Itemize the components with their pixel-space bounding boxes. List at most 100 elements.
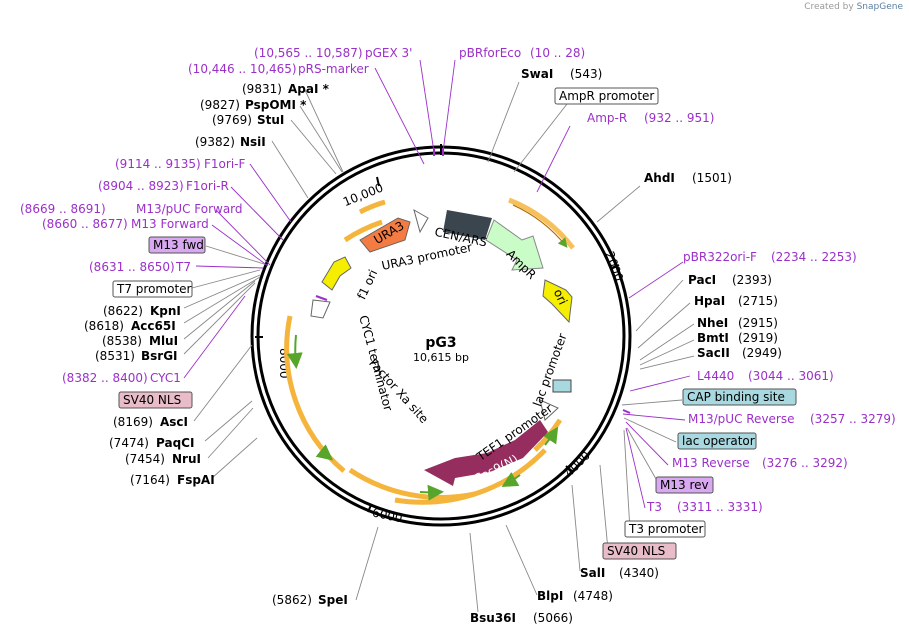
feature-ura3 [359, 217, 411, 253]
label-paci-pos: (2393) [732, 273, 772, 287]
label-t7promoter: T7 promoter [116, 282, 192, 296]
label-fspai-pos: (7164) [130, 473, 170, 487]
label-blpi-name: BlpI [537, 589, 563, 603]
m13rev-box [655, 476, 714, 494]
feature-label-lac-promoter: lac promoter [530, 331, 569, 408]
label-fspai-name: FspAI [177, 473, 215, 487]
tick-10000 [376, 176, 380, 187]
orf-arc-ampr [508, 197, 575, 250]
feature-label-ura3-promoter: URA3 promoter [380, 240, 473, 273]
label-pbrforeco-pos: (10 .. 28) [530, 46, 585, 60]
label-bsu36i-name: Bsu36I [470, 611, 516, 625]
label-apai-name: ApaI * [288, 82, 330, 96]
feature-f1ori [321, 256, 352, 291]
label-blpi-pos: (4748) [573, 589, 613, 603]
label-spei-pos: (5862) [272, 593, 312, 607]
plasmid-name: pG3 [425, 335, 456, 351]
feature-ori [542, 279, 573, 324]
feature-cenars [443, 210, 492, 240]
label-bsu36i-pos: (5066) [533, 611, 573, 625]
label-pspomi-pos: (9827) [200, 98, 240, 112]
snapgene-credit: Created by SnapGene [804, 2, 903, 12]
label-l4440-pos: (3044 .. 3061) [748, 369, 834, 383]
sv40nls-right-box [602, 542, 677, 560]
orf-arc-bottom2 [394, 448, 547, 505]
label-f1orif-pos: (9114 .. 9135) [115, 157, 201, 171]
label-pgex3-pos: (10,565 .. 10,587) [254, 46, 363, 60]
label-bsrgi-name: BsrGI [141, 349, 178, 363]
label-m13reverse-pos: (3276 .. 3292) [762, 456, 848, 470]
label-t3promoter: T3 promoter [628, 522, 704, 536]
label-pbrforeco-name: pBRforEco [459, 46, 521, 60]
feature-label-factorxa: Factor Xa site [366, 356, 431, 426]
tick-label-6000: 6000 [371, 505, 404, 525]
label-ampr-promoter: AmpR promoter [559, 89, 654, 103]
orf-arc-ura3-1 [358, 199, 386, 215]
label-m13fwd: M13 fwd [153, 238, 204, 252]
label-acc65i-name: Acc65I [131, 319, 176, 333]
feature-ura3-promoter [413, 208, 429, 234]
label-ahdi-name: AhdI [644, 171, 675, 185]
label-f1orir-name: F1ori-R [186, 179, 229, 193]
label-hpai-name: HpaI [694, 294, 725, 308]
label-f1orif-name: F1ori-F [204, 157, 245, 171]
label-pgex3-name: pGEX 3' [365, 46, 412, 60]
label-capbinding: CAP binding site [687, 390, 785, 404]
label-ampr-primer-pos: (932 .. 951) [644, 111, 714, 125]
orf-arc-ampr-arrow [512, 204, 568, 248]
label-cyc1-pos: (8382 .. 8400) [62, 371, 148, 385]
label-hpai-pos: (2715) [738, 294, 778, 308]
orf-arc-left-arrow [286, 334, 303, 369]
label-m13pucfwd-pos: (8669 .. 8691) [20, 202, 106, 216]
feature-ampr [485, 219, 544, 271]
label-sv40nls-right: SV40 NLS [607, 544, 665, 558]
label-stui-name: StuI [257, 113, 284, 127]
label-t3-name: T3 [646, 500, 662, 514]
label-asci-name: AscI [160, 415, 188, 429]
label-m13pucfwd-name: M13/pUC Forward [136, 202, 243, 216]
ampr-promoter-box [554, 87, 659, 105]
label-t3-pos: (3311 .. 3331) [677, 500, 763, 514]
plasmid-length: 10,615 bp [413, 351, 469, 364]
feature-tef1-promoter [539, 399, 559, 421]
label-kpni-name: KpnI [150, 304, 181, 318]
feature-cas9n [424, 420, 548, 486]
orf-arc-bottom-arrow2 [501, 472, 521, 488]
label-kpni-pos: (8622) [103, 304, 143, 318]
m13fwd-box [148, 236, 206, 254]
label-sv40nls-left: SV40 NLS [123, 393, 181, 407]
tick-label-2000: 2000 [602, 250, 626, 283]
orf-arc-right-arrow [542, 426, 559, 446]
label-nrui-name: NruI [172, 452, 201, 466]
feature-label-ori: ori [551, 287, 570, 307]
label-m13pucrev-name: M13/pUC Reverse [688, 412, 795, 426]
sv40nls-left-box [118, 391, 193, 409]
label-pbr322orif-pos: (2234 .. 2253) [771, 250, 857, 264]
label-spei-name: SpeI [318, 593, 348, 607]
label-sali-name: SalI [580, 566, 605, 580]
label-lacoperator: lac operator [682, 434, 755, 448]
label-f1orir-pos: (8904 .. 8923) [98, 179, 184, 193]
label-bmti-pos: (2919) [738, 331, 778, 345]
label-acc65i-pos: (8618) [84, 319, 124, 333]
capbinding-box [682, 388, 797, 406]
label-nsii-pos: (9382) [195, 135, 235, 149]
feature-label-f1ori: f1 ori [354, 267, 380, 301]
feature-lac-block [552, 379, 572, 393]
label-swai-pos: (543) [570, 67, 602, 81]
label-bmti-name: BmtI [697, 331, 729, 345]
label-ampr-primer-name: Amp-R [587, 111, 627, 125]
label-paqci-pos: (7474) [109, 436, 149, 450]
leader-lines [183, 59, 695, 613]
label-nsii-name: NsiI [240, 135, 266, 149]
label-bsrgi-pos: (8531) [95, 349, 135, 363]
label-stui-pos: (9769) [212, 113, 252, 127]
label-t7-name: T7 [175, 260, 191, 274]
credit-prefix: Created by [804, 2, 854, 12]
label-m13pucrev-pos: (3257 .. 3279) [810, 412, 896, 426]
label-nrui-pos: (7454) [125, 452, 165, 466]
label-apai-pos: (9831) [242, 82, 282, 96]
label-mlui-pos: (8538) [102, 334, 142, 348]
